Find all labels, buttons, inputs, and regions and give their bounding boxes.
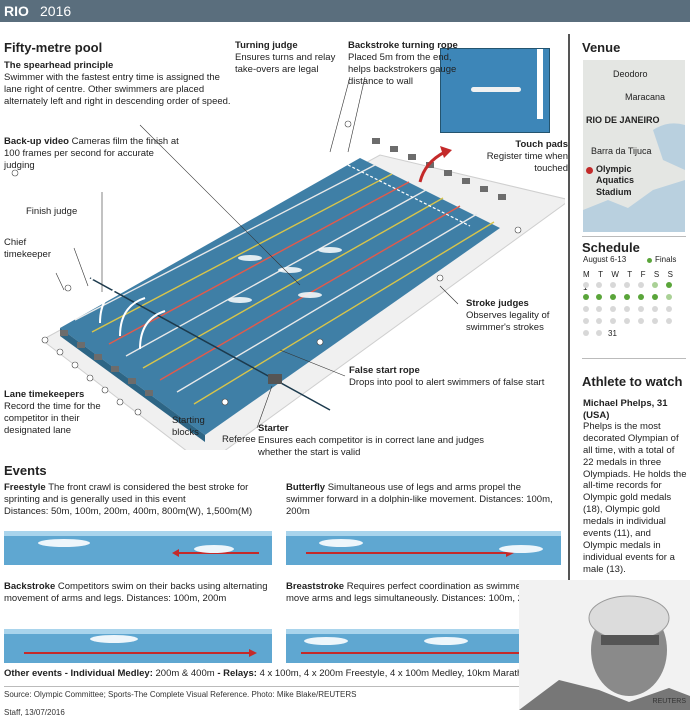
starter-text: Ensures each competitor is in correct la… bbox=[258, 434, 485, 458]
day-wed: W bbox=[611, 270, 619, 279]
schedule-divider bbox=[582, 358, 686, 359]
butterfly-block: Butterfly Simultaneous use of legs and a… bbox=[286, 482, 561, 518]
schedule-calendar: M T W T F S S 1 31 bbox=[583, 270, 673, 338]
other-events-line: Other events - Individual Medley: 200m &… bbox=[4, 668, 564, 680]
backstroke-rope-text: Placed 5m from the end, helps backstroke… bbox=[348, 51, 457, 87]
chief-timekeeper-label: Chief timekeeper bbox=[4, 237, 51, 260]
turning-judge-title: Turning judge bbox=[235, 40, 298, 51]
other-events-label: Other events - Individual Medley: bbox=[4, 668, 153, 679]
stroke-judges-block: Stroke judges Observes legality of swimm… bbox=[466, 298, 566, 334]
map-water bbox=[583, 123, 685, 232]
brand-label: RIO bbox=[4, 3, 29, 19]
events-title: Events bbox=[4, 463, 47, 478]
breaststroke-text: Requires perfect coordination as swimmer… bbox=[286, 581, 553, 604]
starter-title: Starter bbox=[258, 423, 289, 434]
schedule-range: August 6-13 bbox=[583, 255, 627, 264]
athlete-photo: REUTERS bbox=[519, 580, 690, 710]
backstroke-illustration bbox=[4, 629, 272, 663]
freestyle-distances: Distances: 50m, 100m, 200m, 400m, 800m(W… bbox=[4, 505, 253, 517]
venue-marker bbox=[586, 167, 593, 174]
turning-judge-block: Turning judge Ensures turns and relay ta… bbox=[235, 40, 340, 76]
backup-video-title: Back-up video bbox=[4, 136, 69, 147]
athlete-name: Michael Phelps, 31 (USA) bbox=[583, 398, 668, 421]
backstroke-title: Backstroke bbox=[4, 581, 56, 592]
backstroke-rope-block: Backstroke turning rope Placed 5m from t… bbox=[348, 40, 473, 88]
day-sun: S bbox=[667, 270, 673, 279]
lane-timekeepers-title: Lane timekeepers bbox=[4, 389, 85, 400]
calendar-last-day: 31 bbox=[608, 329, 617, 338]
stroke-judges-text: Observes legality of swimmer's strokes bbox=[466, 309, 550, 333]
breaststroke-block: Breaststroke Requires perfect coordinati… bbox=[286, 581, 561, 605]
butterfly-title: Butterfly bbox=[286, 482, 326, 493]
false-start-block: False start rope Drops into pool to aler… bbox=[349, 365, 564, 389]
finals-legend-label: Finals bbox=[655, 255, 677, 264]
backup-video-block: Back-up video Cameras film the finish at… bbox=[4, 136, 184, 172]
map-label-maracana: Maracana bbox=[625, 92, 666, 102]
year-label: 2016 bbox=[40, 3, 72, 19]
calendar-weekdays: M T W T F S S bbox=[583, 270, 673, 280]
finals-legend-marker bbox=[647, 258, 652, 263]
lane-timekeepers-text: Record the time for the competitor in th… bbox=[4, 400, 101, 436]
calendar-dots bbox=[583, 282, 672, 336]
column-divider bbox=[568, 34, 570, 690]
turning-judge-text: Ensures turns and relay take-overs are l… bbox=[235, 51, 336, 75]
map-label-deodoro: Deodoro bbox=[613, 69, 648, 79]
finish-judge-label: Finish judge bbox=[26, 206, 78, 217]
referee-label: Referee bbox=[222, 434, 256, 445]
backup-video-text: Cameras film the finish at 100 frames pe… bbox=[4, 136, 179, 171]
day-tue: T bbox=[598, 270, 603, 279]
spearhead-title: The spearhead principle bbox=[4, 60, 114, 71]
stroke-judges-title: Stroke judges bbox=[466, 298, 529, 309]
day-thu: T bbox=[627, 270, 633, 279]
spearhead-text: Swimmer with the fastest entry time is a… bbox=[4, 71, 231, 107]
day-mon: M bbox=[583, 270, 590, 279]
source-line: Source: Olympic Committee; Sports-The Co… bbox=[4, 690, 357, 699]
day-sat: S bbox=[653, 270, 660, 279]
backstroke-block: Backstroke Competitors swim on their bac… bbox=[4, 581, 269, 605]
freestyle-illustration bbox=[4, 531, 272, 565]
butterfly-illustration bbox=[286, 531, 561, 565]
venue-title: Venue bbox=[582, 40, 621, 55]
starting-blocks-label: Starting blocks bbox=[172, 415, 205, 438]
backstroke-rope-title: Backstroke turning rope bbox=[348, 40, 458, 51]
freestyle-text: The front crawl is considered the best s… bbox=[4, 482, 249, 505]
venue-divider bbox=[582, 236, 686, 237]
touch-pad-inset bbox=[440, 48, 550, 133]
freestyle-title: Freestyle bbox=[4, 482, 46, 493]
venue-map: Deodoro Maracana RIO DE JANEIRO Barra da… bbox=[583, 60, 685, 232]
footer-divider bbox=[4, 686, 524, 687]
false-start-text: Drops into pool to alert swimmers of fal… bbox=[349, 376, 545, 388]
lane-timekeepers-block: Lane timekeepers Record the time for the… bbox=[4, 389, 114, 437]
pool-illustration bbox=[11, 76, 565, 450]
header-bar: RIO 2016 bbox=[0, 0, 690, 22]
backstroke-text: Competitors swim on their backs using al… bbox=[4, 581, 268, 604]
breaststroke-illustration bbox=[286, 629, 561, 663]
schedule-title: Schedule bbox=[582, 240, 640, 255]
spearhead-block: The spearhead principle Swimmer with the… bbox=[4, 60, 234, 108]
athlete-bio: Phelps is the most decorated Olympian of… bbox=[583, 421, 687, 575]
butterfly-text: Simultaneous use of legs and arms propel… bbox=[286, 482, 553, 517]
false-start-title: False start rope bbox=[349, 365, 420, 376]
map-label-barra: Barra da Tijuca bbox=[591, 146, 652, 156]
other-events-medley: 200m & 400m bbox=[155, 668, 215, 679]
page-title: Fifty-metre pool bbox=[4, 40, 103, 55]
map-label-rio: RIO DE JANEIRO bbox=[586, 115, 660, 125]
photo-credit: REUTERS bbox=[652, 698, 686, 706]
athlete-portrait bbox=[519, 580, 690, 710]
day-fri: F bbox=[640, 270, 646, 279]
staff-line: Staff, 13/07/2016 bbox=[4, 708, 65, 717]
map-label-stadium: Olympic Aquatics Stadium bbox=[596, 164, 635, 197]
touch-pads-title: Touch pads bbox=[515, 139, 568, 150]
freestyle-block: Freestyle The front crawl is considered … bbox=[4, 482, 266, 518]
relays-text: 4 x 100m, 4 x 200m Freestyle, 4 x 100m M… bbox=[259, 668, 533, 679]
touch-pads-block: Touch pads Register time when touched bbox=[476, 139, 568, 175]
athlete-title: Athlete to watch bbox=[582, 374, 683, 389]
breaststroke-title: Breaststroke bbox=[286, 581, 345, 592]
touch-pads-text: Register time when touched bbox=[486, 150, 568, 174]
starter-block: Starter Ensures each competitor is in co… bbox=[258, 423, 488, 459]
relays-label: - Relays: bbox=[217, 668, 257, 679]
